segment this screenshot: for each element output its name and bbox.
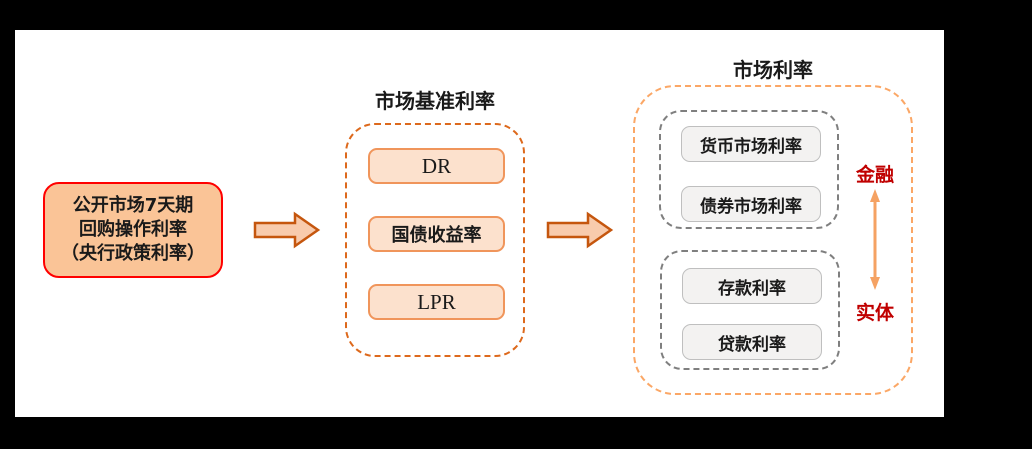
policy-rate-line-2: 回购操作利率 [79, 219, 187, 240]
policy-rate-line-1: 公开市场7天期 [72, 195, 194, 216]
benchmark-item-treasury-yield: 国债收益率 [368, 216, 505, 252]
diagram-canvas: 公开市场7天期 回购操作利率 （央行政策利率） 市场基准利率 DR 国债收益率 … [15, 30, 944, 417]
benchmark-item-dr: DR [368, 148, 505, 184]
benchmark-section-title: 市场基准利率 [375, 89, 495, 113]
market-section-title: 市场利率 [733, 58, 813, 82]
policy-rate-box: 公开市场7天期 回购操作利率 （央行政策利率） [43, 182, 223, 278]
policy-rate-line-3: （央行政策利率） [61, 243, 205, 264]
financial-rates-group: 货币市场利率 债券市场利率 [659, 110, 839, 229]
money-market-rate-box: 货币市场利率 [681, 126, 821, 162]
deposit-rate-box: 存款利率 [682, 268, 822, 304]
market-rates-container: 货币市场利率 债券市场利率 存款利率 贷款利率 金融 实体 [633, 85, 913, 395]
bond-market-rate-box: 债券市场利率 [681, 186, 821, 222]
up-down-arrow-icon [870, 189, 880, 290]
real-economy-rates-group: 存款利率 贷款利率 [660, 250, 840, 370]
loan-rate-box: 贷款利率 [682, 324, 822, 360]
right-block-arrow-icon [253, 211, 321, 249]
real-economy-label: 实体 [855, 302, 894, 324]
financial-label: 金融 [855, 164, 894, 186]
benchmark-item-lpr: LPR [368, 284, 505, 320]
right-block-arrow-icon [546, 211, 614, 249]
benchmark-rates-container: DR 国债收益率 LPR [345, 123, 525, 357]
